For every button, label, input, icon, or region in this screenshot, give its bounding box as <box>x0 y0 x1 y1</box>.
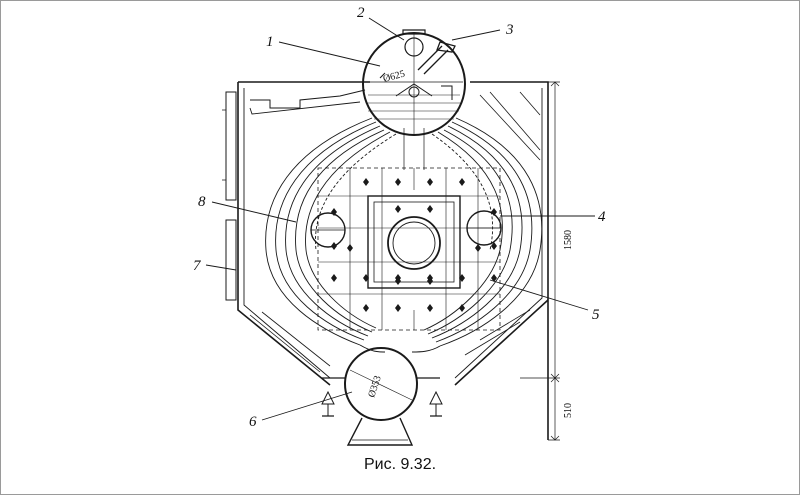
downcomer-tubes <box>359 128 441 353</box>
upper-drum <box>362 29 466 136</box>
callout-6: 6 <box>249 414 257 430</box>
tube-bundle-right <box>423 117 543 347</box>
callout-4: 4 <box>598 209 606 225</box>
dimension-upper-drum-diameter: Ø625 <box>382 69 406 85</box>
lower-drum <box>321 347 443 446</box>
dimension-lines <box>470 81 560 441</box>
callout-8: 8 <box>198 194 206 210</box>
callout-2: 2 <box>357 5 365 21</box>
callout-1: 1 <box>266 34 274 50</box>
figure-caption: Рис. 9.32. <box>363 456 437 473</box>
block-markers <box>331 178 497 312</box>
firebox-grid <box>310 167 502 331</box>
dimension-lower-drum-diameter: Ø353 <box>366 374 383 399</box>
boiler-casing <box>222 81 549 440</box>
dimension-overall-height: 1580 <box>563 230 574 250</box>
callout-7: 7 <box>193 258 202 274</box>
callout-5: 5 <box>592 307 600 323</box>
leader-lines <box>205 17 595 421</box>
callout-3: 3 <box>505 22 514 38</box>
dimension-bottom-height: 510 <box>563 403 574 418</box>
tube-bundle-left <box>265 117 397 346</box>
